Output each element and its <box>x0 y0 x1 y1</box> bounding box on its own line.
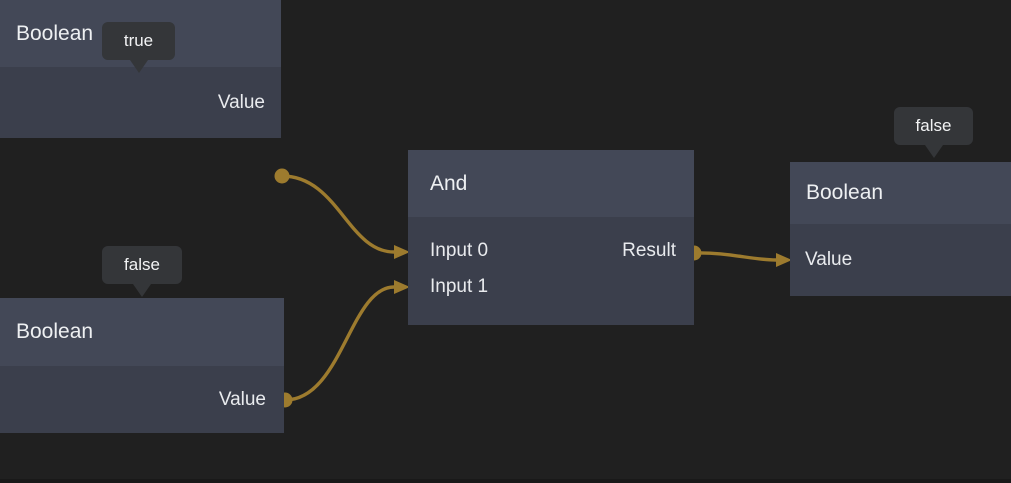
tooltip-text: false <box>124 255 160 274</box>
node-boolean-3[interactable]: Boolean Value <box>790 162 1011 296</box>
output-port-boolean1-value[interactable] <box>274 168 290 184</box>
output-port-label-result: Result <box>622 240 676 261</box>
input-port-label-input1: Input 1 <box>430 276 489 297</box>
node-boolean-2-header[interactable]: Boolean <box>0 298 284 366</box>
value-tooltip-boolean-2: false <box>102 246 182 284</box>
wire-boolean1-to-and-input0[interactable] <box>281 174 395 254</box>
node-title: And <box>430 171 468 195</box>
wire-boolean2-to-and-input1[interactable] <box>284 285 395 402</box>
tooltip-text: false <box>915 116 952 135</box>
node-boolean-3-body: Value <box>790 224 1011 296</box>
input-port-label-input0: Input 0 <box>430 240 489 261</box>
node-title: Boolean <box>16 320 94 343</box>
node-boolean-2-body: Value <box>0 366 284 433</box>
value-tooltip-boolean-1: true <box>102 22 175 60</box>
node-and-body: Input 0 Result Input 1 <box>408 217 694 325</box>
tooltip-text: true <box>123 31 154 50</box>
node-and-header[interactable]: And <box>408 150 694 217</box>
value-tooltip-boolean-3: false <box>894 107 973 145</box>
node-title: Boolean <box>16 21 94 45</box>
node-boolean-2[interactable]: Boolean Value <box>0 298 284 433</box>
node-boolean-3-header[interactable]: Boolean <box>790 162 1011 224</box>
node-title: Boolean <box>806 181 884 204</box>
output-port-label-value: Value <box>218 388 266 410</box>
input-port-label-value: Value <box>805 249 853 270</box>
node-and[interactable]: And Input 0 Result Input 1 <box>408 150 694 325</box>
node-boolean-1-body: Value <box>0 67 281 138</box>
canvas-bottom-edge <box>0 479 1011 483</box>
wire-and-result-to-boolean3-value[interactable] <box>693 251 777 262</box>
output-port-label-value: Value <box>217 91 265 113</box>
